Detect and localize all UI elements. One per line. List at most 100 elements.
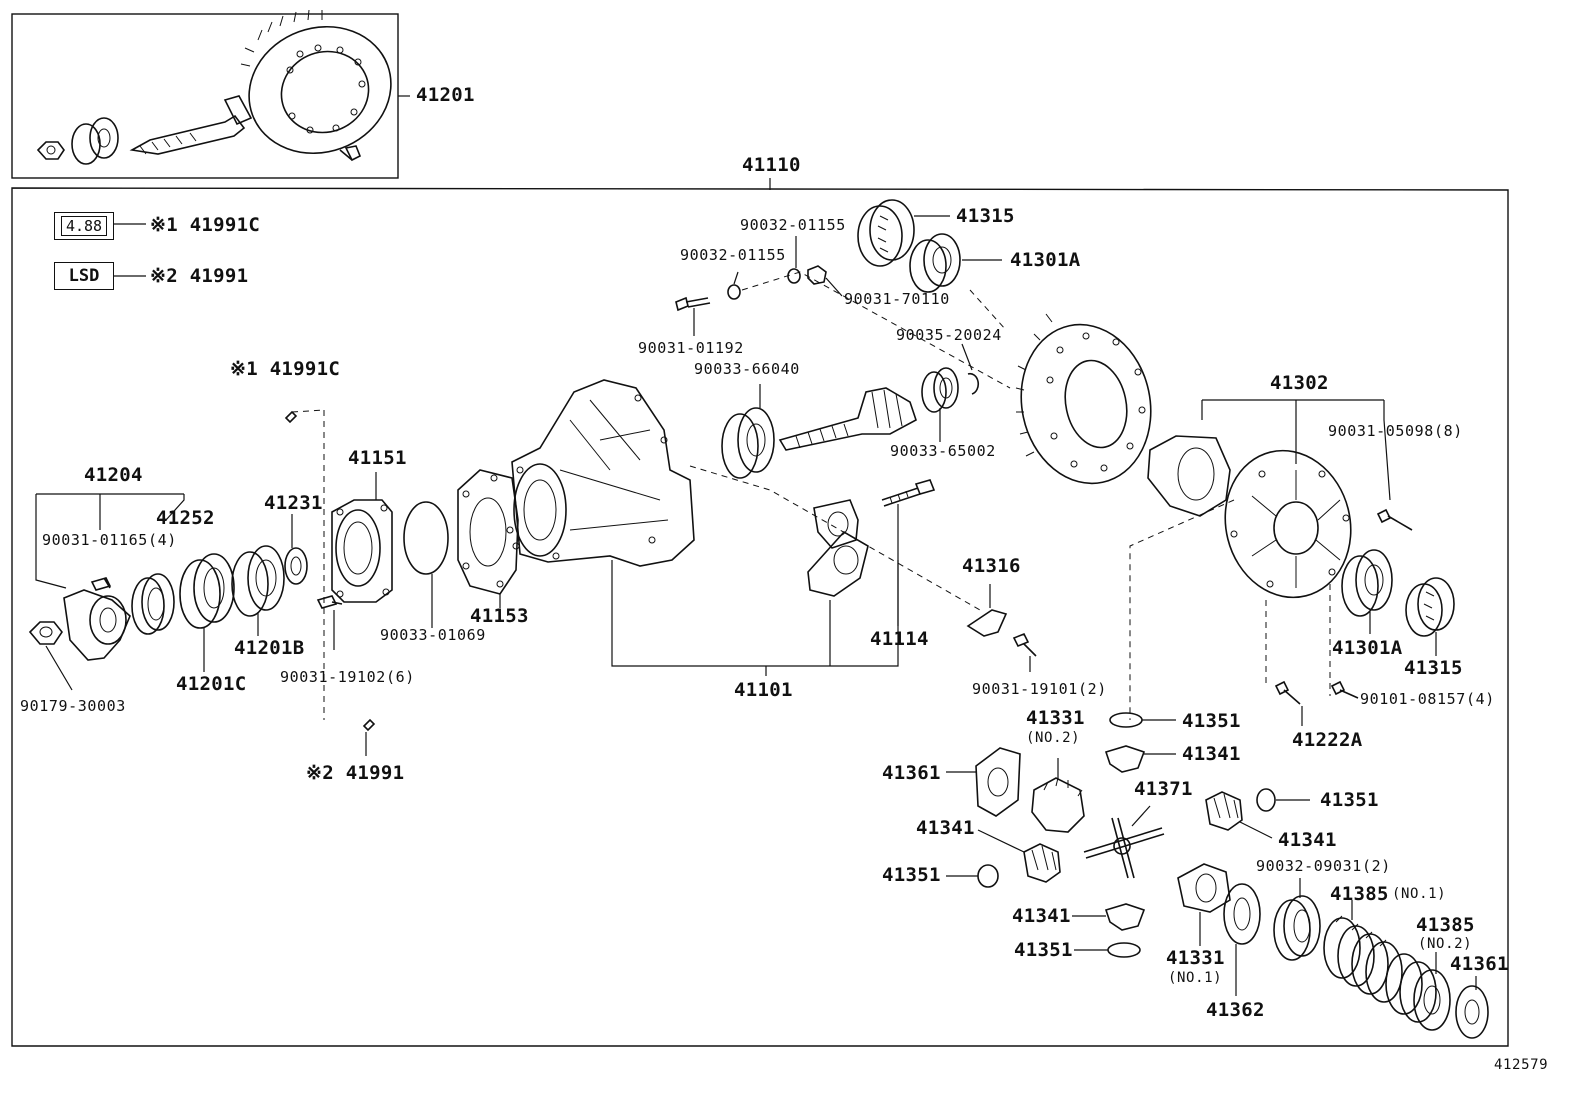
label-41385-no1-sub: (NO.1) (1392, 886, 1447, 902)
diff-case-half-icon (1147, 435, 1231, 517)
label-41315-top: 41315 (956, 205, 1015, 227)
kit-nut-icon (36, 141, 65, 160)
carrier-gasket-41153-icon (457, 469, 519, 595)
snap-ring-icon (967, 372, 979, 395)
label-41385-no1: 41385 (1330, 883, 1389, 905)
label-41341-d: 41341 (1012, 905, 1071, 927)
label-41361-a: 41361 (882, 762, 941, 784)
ring-pinion-kit-frame (11, 13, 399, 179)
case-bolt-icon (1376, 508, 1413, 531)
flange-bolt-icon (90, 577, 112, 591)
label-41371: 41371 (1134, 778, 1193, 800)
label-41385-no2: 41385 (1416, 914, 1475, 936)
case-bolt-lower-icon (1330, 680, 1359, 699)
gasket-ring-icon (403, 501, 449, 575)
assembly-frame (11, 187, 1509, 1047)
pinion-rear-bearing-icon (921, 367, 959, 413)
bearing-cap-lower-icon (807, 530, 869, 597)
pinion-gear-left-icon (1023, 843, 1061, 883)
dust-deflector-icon (131, 573, 175, 635)
shim-41991-icon (362, 718, 376, 732)
label-41301A-bot: 41301A (1332, 637, 1403, 659)
label-90031-01165: 90031-01165(4) (42, 531, 177, 549)
label-90031-05098: 90031-05098(8) (1328, 422, 1463, 440)
clutch-plate-icon (1273, 895, 1321, 961)
label-41316: 41316 (962, 555, 1021, 577)
label-41385-no2-sub: (NO.2) (1418, 936, 1473, 952)
label-41201C: 41201C (176, 673, 247, 695)
pinion-bearing-icon (721, 407, 775, 479)
label-41331-no2-sub: (NO.2) (1026, 730, 1081, 746)
adjusting-nut-top-icon (857, 199, 915, 267)
kit-bearing-icon (71, 117, 119, 165)
figure-id: 412579 (1494, 1057, 1549, 1073)
label-41153: 41153 (470, 605, 529, 627)
clutch-pack-no2-icon (1385, 953, 1451, 1031)
bracket-41302 (1201, 399, 1391, 501)
retainer-bolt-icon (316, 595, 343, 609)
lock-plate-bolt-icon (1274, 680, 1301, 705)
side-gear-no2-icon (1031, 777, 1085, 833)
label-41351-a: 41351 (1182, 710, 1241, 732)
label-41110: 41110 (742, 154, 801, 176)
differential-carrier-icon (511, 379, 695, 567)
thrust-washer-large-icon (975, 747, 1021, 817)
label-41222A: 41222A (1292, 729, 1363, 751)
label-lsd-shim: ※2 41991 (150, 265, 249, 287)
label-41114: 41114 (870, 628, 929, 650)
side-bearing-top-icon (909, 233, 961, 293)
label-90031-19101: 90031-19101(2) (972, 680, 1107, 698)
label-41331-no1: 41331 (1166, 947, 1225, 969)
label-90031-70110: 90031-70110 (844, 290, 950, 308)
lock-plate-bolt-small-icon (1012, 632, 1037, 657)
label-41991-bot: ※2 41991 (306, 762, 405, 784)
label-90031-19102: 90031-19102(6) (280, 668, 415, 686)
nut-icon (807, 265, 827, 285)
cap-bolt-41114-icon (881, 479, 936, 507)
washer-icon (727, 284, 741, 300)
label-41201: 41201 (416, 84, 475, 106)
pinion-bolt-icon (675, 296, 711, 312)
thrust-washer-right-icon (1256, 788, 1276, 812)
thrust-washer-41362-icon (1223, 883, 1261, 945)
label-90035-20024: 90035-20024 (896, 326, 1002, 344)
diff-case-flange-icon (1224, 449, 1352, 599)
label-41341-a: 41341 (1182, 743, 1241, 765)
kit-pinion-shaft-icon (129, 95, 253, 155)
label-90033-66040: 90033-66040 (694, 360, 800, 378)
label-41351-d: 41351 (1014, 939, 1073, 961)
label-41351-b: 41351 (1320, 789, 1379, 811)
bearing-41201B-icon (231, 545, 285, 617)
label-90032-09031: 90032-09031(2) (1256, 857, 1391, 875)
pinion-gear-bottom-icon (1104, 903, 1146, 931)
label-90033-01069: 90033-01069 (380, 626, 486, 644)
label-41302: 41302 (1270, 372, 1329, 394)
label-ratio-shim: ※1 41991C (150, 214, 261, 236)
label-41341-b: 41341 (916, 817, 975, 839)
thrust-washer-icon (1109, 712, 1143, 728)
side-bearing-lower-icon (1341, 549, 1393, 617)
label-41252: 41252 (156, 507, 215, 529)
label-90179-30003: 90179-30003 (20, 697, 126, 715)
label-90101-08157: 90101-08157(4) (1360, 690, 1495, 708)
label-41362: 41362 (1206, 999, 1265, 1021)
lsd-box: LSD (54, 262, 114, 290)
label-41231: 41231 (264, 492, 323, 514)
label-41151: 41151 (348, 447, 407, 469)
thrust-washer-small-icon (977, 864, 999, 888)
label-41351-c: 41351 (882, 864, 941, 886)
shim-41991C-icon (284, 410, 298, 424)
clutch-pack-no1-icon (1323, 915, 1403, 1003)
pinion-gear-icon (1104, 745, 1146, 773)
label-41301A-top: 41301A (1010, 249, 1081, 271)
ring-gear-icon (1015, 313, 1152, 485)
label-41204: 41204 (84, 464, 143, 486)
thrust-washer-41361-icon (1455, 985, 1489, 1039)
thrust-washer-bottom-icon (1107, 942, 1141, 958)
label-41991C-mid: ※1 41991C (230, 358, 341, 380)
label-41331-no2: 41331 (1026, 707, 1085, 729)
pinion-gear-right-icon (1205, 791, 1243, 831)
label-41341-c: 41341 (1278, 829, 1337, 851)
